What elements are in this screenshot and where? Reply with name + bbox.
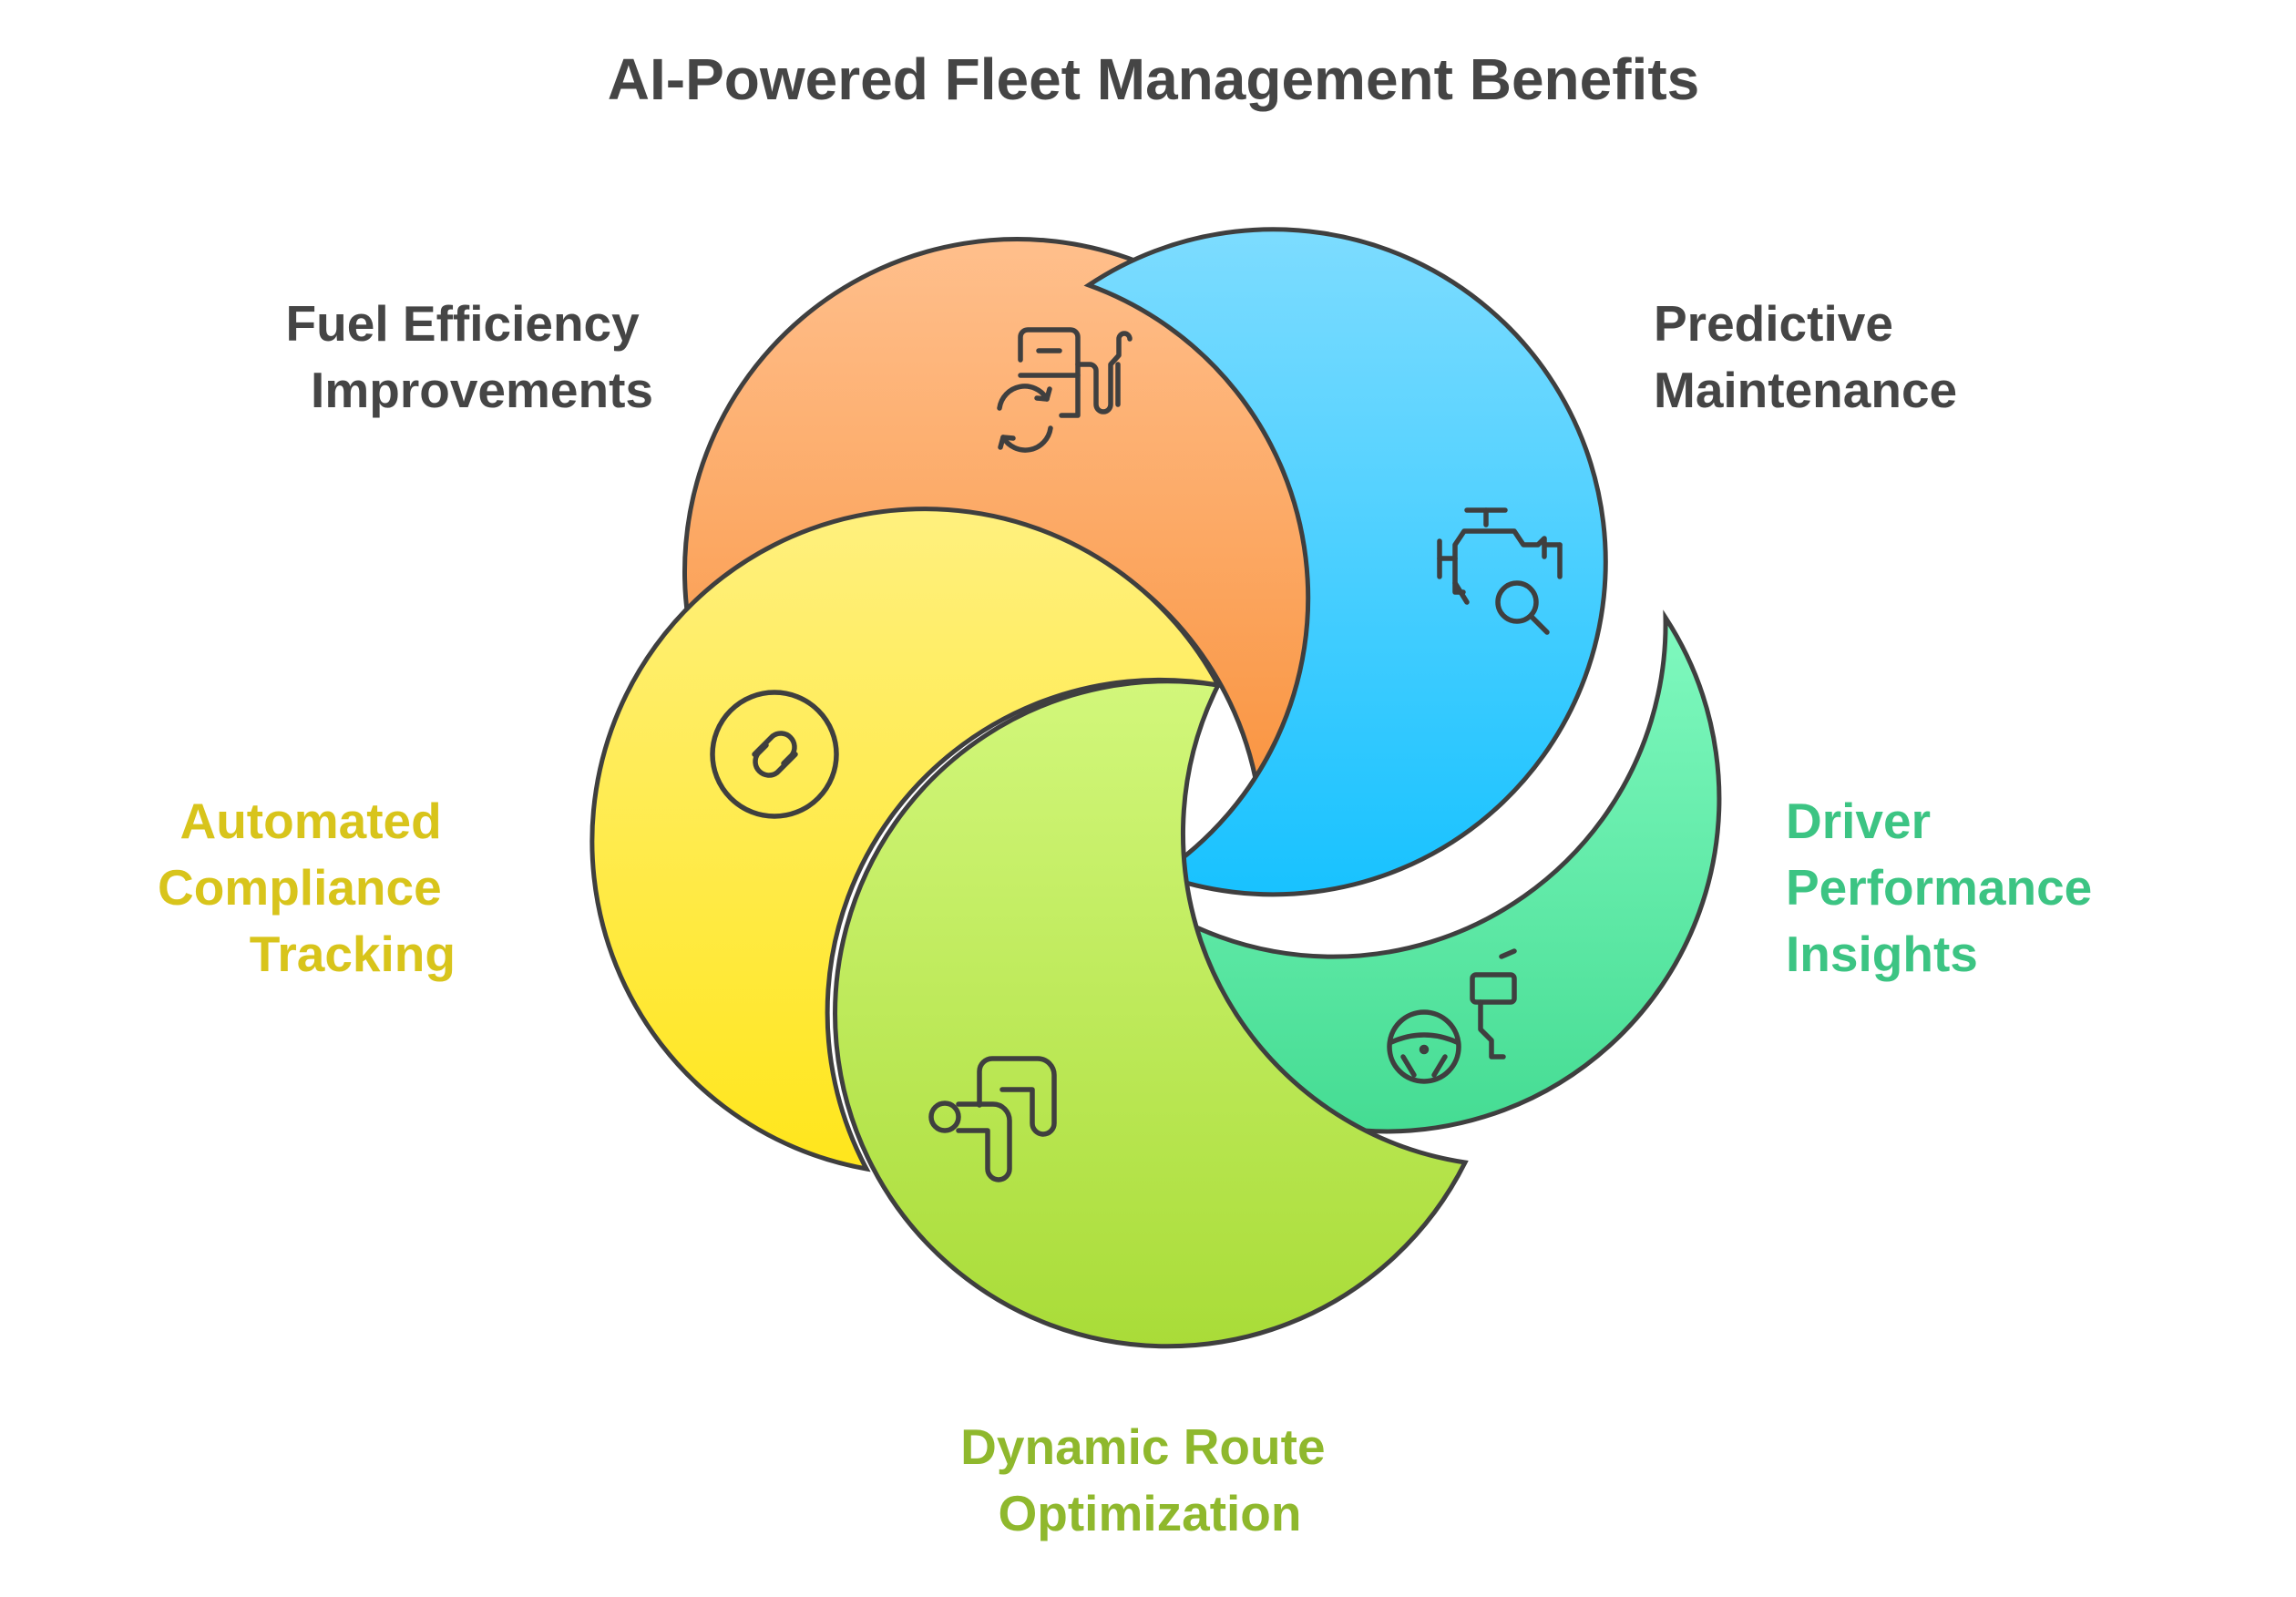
- label-dynamic-route: Dynamic Route Optimization: [960, 1418, 1339, 1541]
- petal-automated-compliance: [589, 507, 1223, 1172]
- label-fuel-efficiency: Fuel Efficiency Improvements: [286, 295, 653, 418]
- petal-predictive-maintenance: [1083, 227, 1608, 897]
- label-predictive-maintenance: Predictive Maintenance: [1654, 295, 1957, 418]
- route-path-icon: [928, 1056, 1057, 1182]
- steering-wheel-mirror-icon: [1387, 948, 1517, 1084]
- fuel-pump-refresh-icon: [997, 327, 1133, 453]
- link-circle-icon: [710, 690, 839, 819]
- engine-search-icon: [1437, 507, 1563, 635]
- label-automated-compliance: Automated Compliance Tracking: [158, 793, 456, 982]
- page-title: AI-Powered Fleet Management Benefits: [608, 46, 1699, 112]
- label-driver-performance: Driver Performance Insights: [1786, 793, 2106, 982]
